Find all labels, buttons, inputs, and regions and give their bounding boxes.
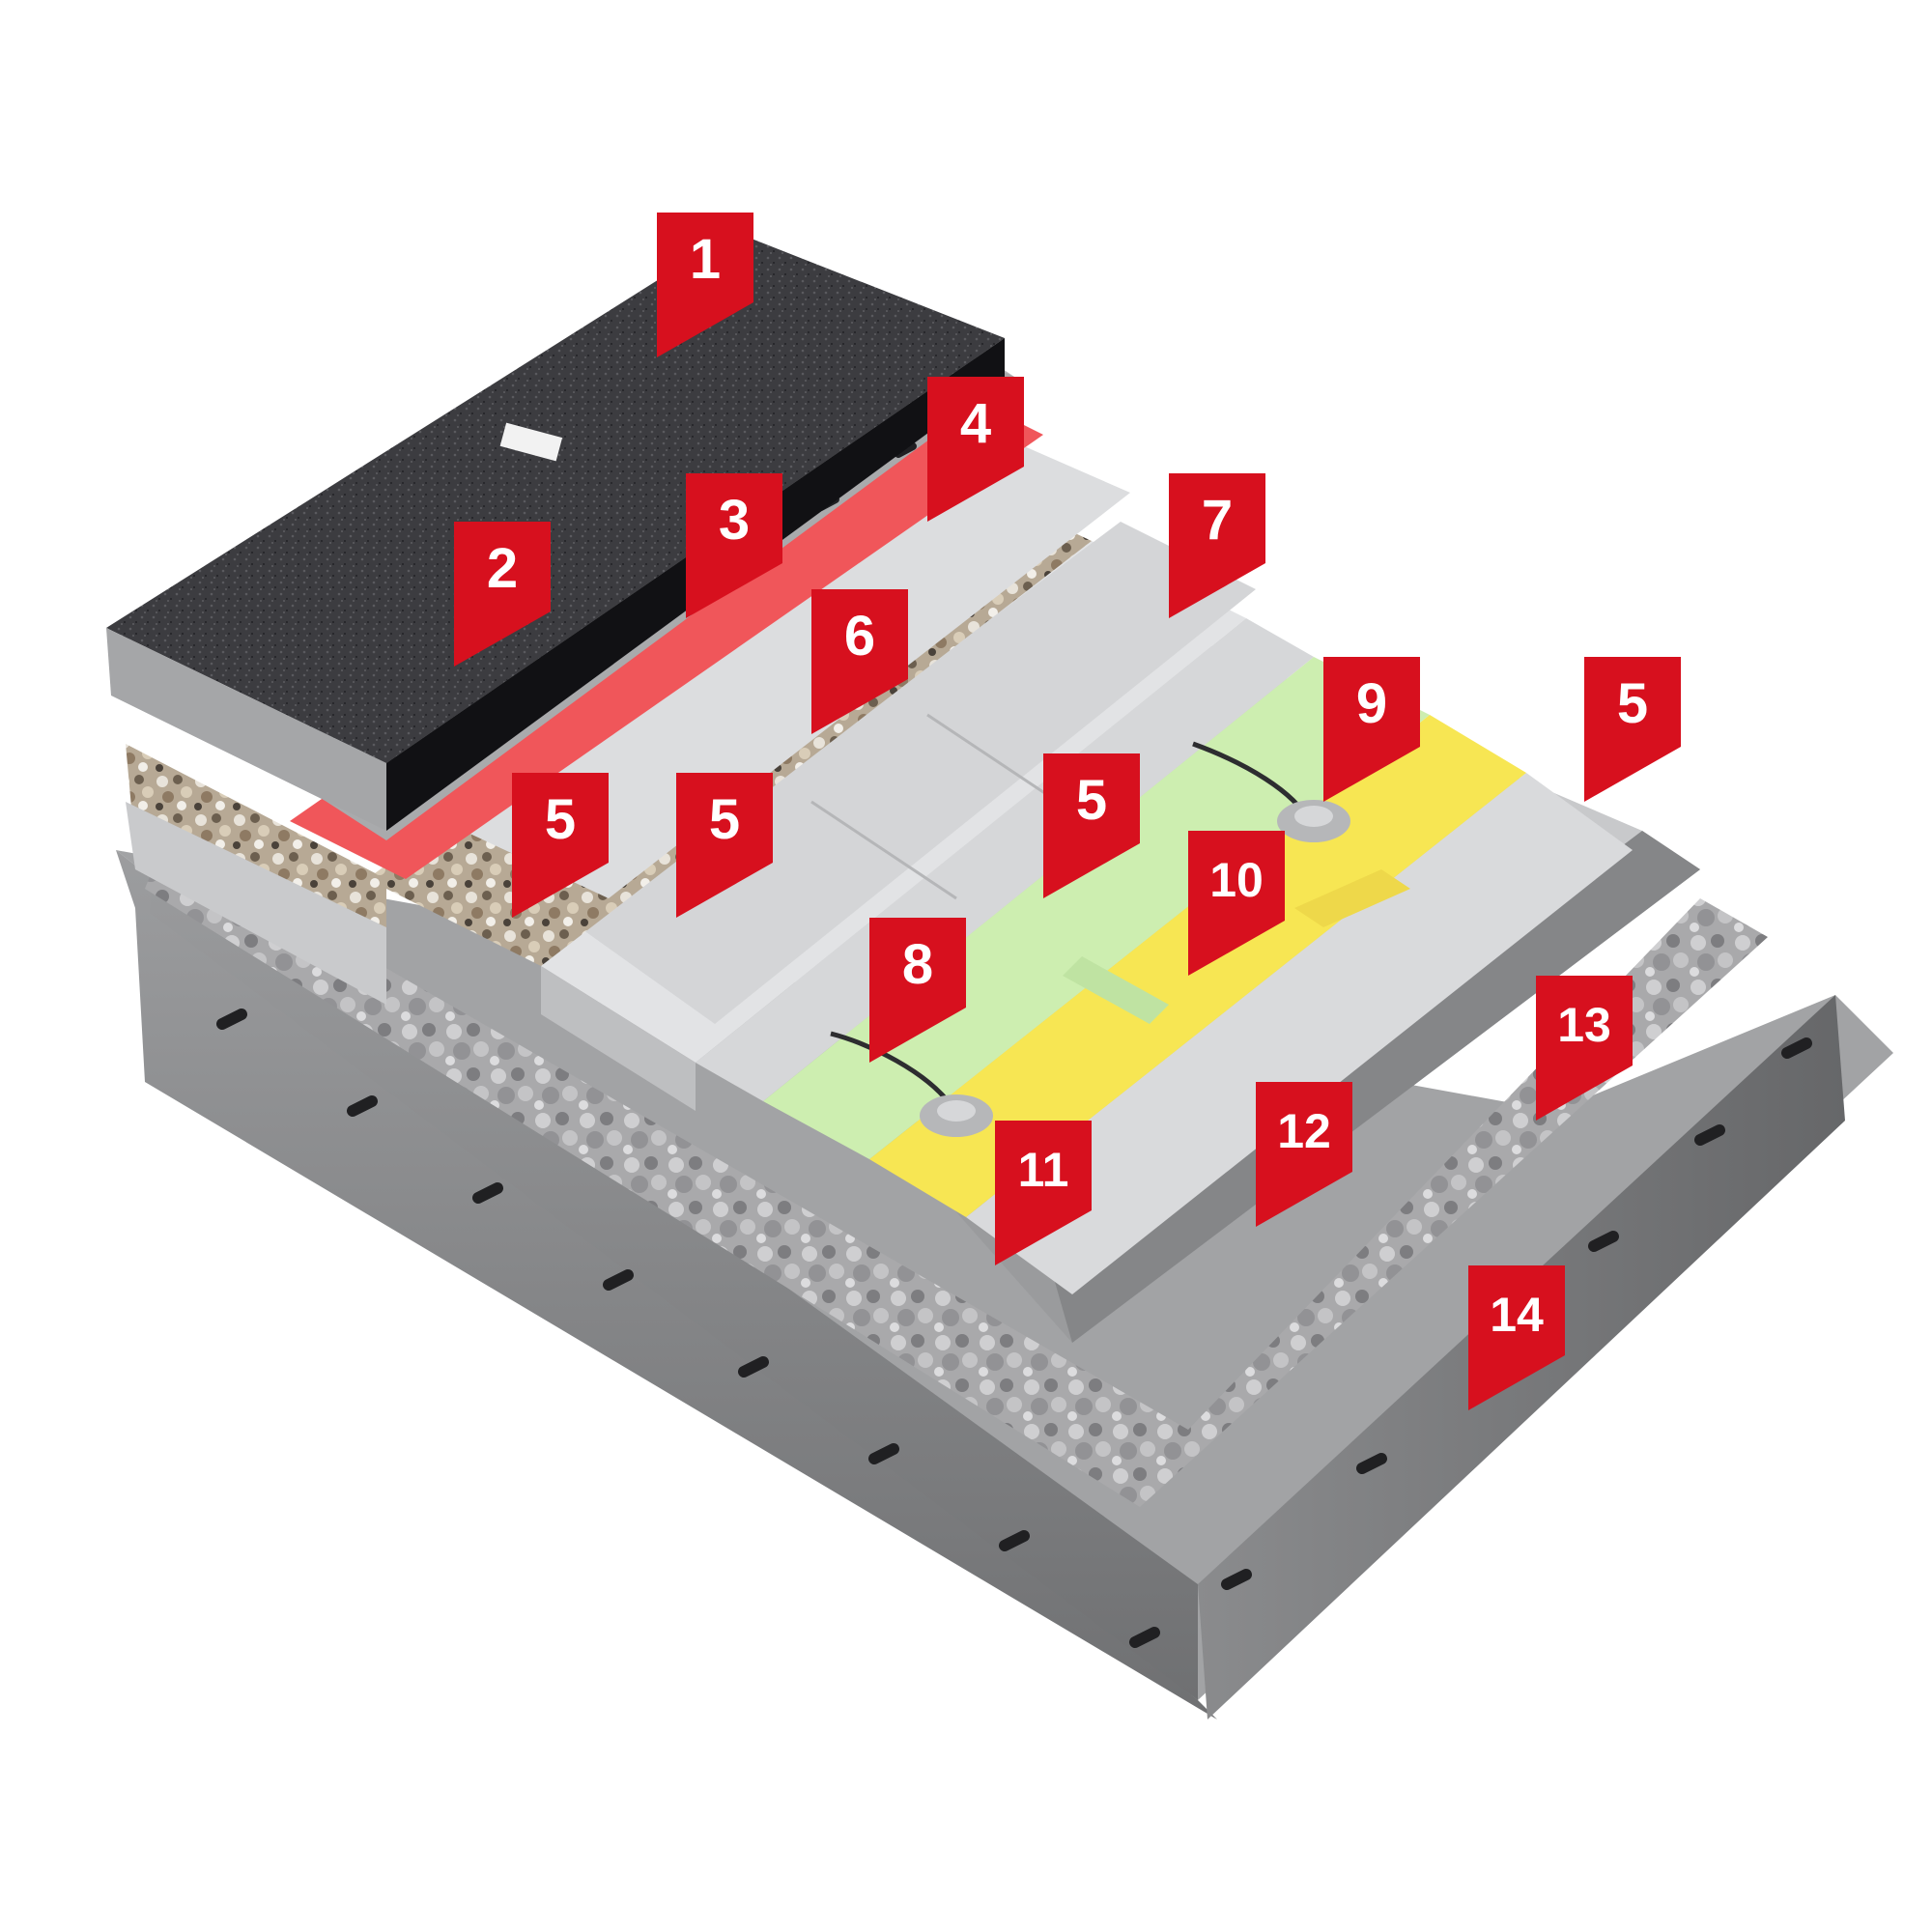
marker-number: 5	[1076, 769, 1107, 832]
leak-sensor-8	[830, 1031, 993, 1137]
marker-9: 9	[1323, 657, 1420, 802]
marker-1: 1	[657, 213, 753, 357]
marker-number: 5	[545, 788, 576, 851]
marker-5: 5	[676, 773, 773, 918]
marker-flag	[869, 918, 966, 1063]
marker-flag	[686, 473, 782, 618]
marker-number: 11	[1018, 1143, 1069, 1197]
marker-13: 13	[1536, 976, 1633, 1121]
marker-7: 7	[1169, 473, 1265, 618]
marker-number: 14	[1490, 1288, 1544, 1342]
marker-flag	[1536, 976, 1633, 1121]
marker-flag	[1468, 1265, 1565, 1410]
thermal-insulation-boards	[541, 522, 1256, 1111]
geotextile-strip-middle	[696, 618, 1314, 1101]
marker-number: 9	[1356, 672, 1387, 735]
marker-number: 12	[1277, 1104, 1331, 1158]
marker-flag	[1323, 657, 1420, 802]
geotextile-strip-right	[966, 773, 1633, 1294]
marker-flag	[995, 1121, 1092, 1265]
marker-number: 3	[719, 489, 750, 552]
marker-number: 8	[902, 933, 933, 996]
marker-11: 11	[995, 1121, 1092, 1265]
marker-flag	[1043, 753, 1140, 898]
marker-flag	[1256, 1082, 1352, 1227]
marker-number: 7	[1202, 489, 1233, 552]
left-edge-layers	[126, 744, 386, 1005]
marker-4: 4	[927, 377, 1024, 522]
marker-number: 6	[844, 605, 875, 668]
marker-flag	[676, 773, 773, 918]
marker-flag	[454, 522, 551, 667]
marker-flag	[1584, 657, 1681, 802]
marker-5: 5	[1043, 753, 1140, 898]
marker-number: 5	[709, 788, 740, 851]
marker-number: 2	[487, 537, 518, 600]
marker-12: 12	[1256, 1082, 1352, 1227]
marker-flag	[811, 589, 908, 734]
marker-flag	[512, 773, 609, 918]
marker-number: 5	[1617, 672, 1648, 735]
marker-number: 4	[960, 392, 991, 455]
marker-3: 3	[686, 473, 782, 618]
marker-flag	[927, 377, 1024, 522]
marker-5: 5	[512, 773, 609, 918]
marker-flag	[1188, 831, 1285, 976]
marker-6: 6	[811, 589, 908, 734]
crushed-stone-layer	[145, 840, 1768, 1507]
marker-number: 13	[1557, 998, 1611, 1052]
leak-sensor-9	[1192, 741, 1350, 842]
green-waterproofing-membrane	[763, 657, 1430, 1159]
marker-flag	[657, 213, 753, 357]
marker-10: 10	[1188, 831, 1285, 976]
marker-number: 1	[690, 228, 721, 291]
marker-5: 5	[1584, 657, 1681, 802]
marker-2: 2	[454, 522, 551, 667]
marker-number: 10	[1209, 853, 1264, 907]
marker-flag	[1169, 473, 1265, 618]
marker-14: 14	[1468, 1265, 1565, 1410]
marker-8: 8	[869, 918, 966, 1063]
